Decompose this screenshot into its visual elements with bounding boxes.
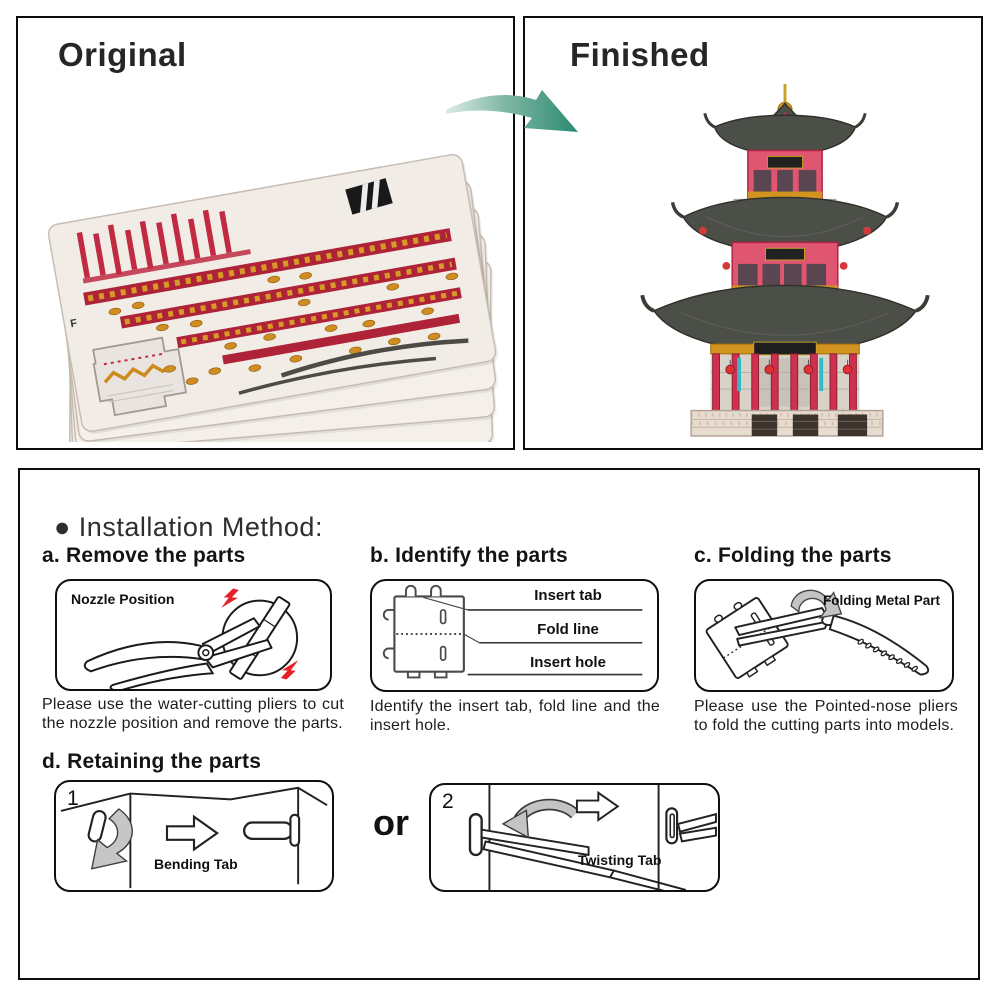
step-arrow-icon xyxy=(165,814,219,852)
sheet-red-columns xyxy=(76,209,251,284)
step-c-caption: Please use the Pointed-nose pliers to fo… xyxy=(694,698,958,734)
sheet-corner-letter: F xyxy=(69,317,78,330)
part-identification-illustration xyxy=(382,584,643,679)
option-1-number: 1 xyxy=(67,787,79,810)
or-label: or xyxy=(373,802,409,843)
twisting-tab-illustration xyxy=(468,785,717,890)
finished-pagoda-illustration xyxy=(640,83,930,437)
fold-line-label: Fold line xyxy=(537,621,599,638)
sheet-gold-ornaments xyxy=(108,272,459,385)
bending-tab-label: Bending Tab xyxy=(154,856,238,872)
sheet-gray-part xyxy=(92,336,188,417)
twisting-tab-label: Twisting Tab xyxy=(578,852,662,868)
step-c-diagram-box: Folding Metal Part xyxy=(694,579,954,692)
original-title: Original xyxy=(58,36,187,73)
bending-tab-illustration xyxy=(60,786,328,889)
sheet-striped-mark xyxy=(345,178,393,215)
original-to-finished-arrow-icon xyxy=(446,90,578,132)
step-a-caption: Please use the water-cutting pliers to c… xyxy=(42,696,344,732)
step-b-caption: Identify the insert tab, fold line and t… xyxy=(370,698,660,734)
insert-tab-label: Insert tab xyxy=(534,587,602,604)
pointed-nose-pliers-illustration xyxy=(705,589,930,679)
bend-direction-arrow-icon xyxy=(90,808,133,870)
top-metal-sheet: F xyxy=(47,153,498,434)
water-cutting-pliers-illustration xyxy=(83,588,299,689)
step-arrow-icon xyxy=(575,790,620,822)
original-panel: Original xyxy=(16,16,515,450)
step-d-title: d. Retaining the parts xyxy=(42,750,262,773)
installation-panel: ● Installation Method: a. Remove the par… xyxy=(18,468,980,980)
finished-title: Finished xyxy=(570,36,710,73)
lanterns xyxy=(725,359,853,375)
fold-direction-arrow-icon xyxy=(790,589,843,619)
twisting-tab-diagram-box: 2 Twisting Tab xyxy=(429,783,720,892)
step-b-diagram-box: Insert tab Fold line Insert hole xyxy=(370,579,659,692)
finished-panel: Finished xyxy=(523,16,983,450)
plier-grip-dots xyxy=(857,638,918,672)
bending-tab-diagram-box: 1 Bending Tab xyxy=(54,780,334,892)
brick-base xyxy=(690,409,884,437)
step-b-title: b. Identify the parts xyxy=(370,544,568,567)
installation-method-heading: ● Installation Method: xyxy=(54,512,323,542)
step-a-diagram-box: Nozzle Position xyxy=(55,579,332,691)
insert-hole-label: Insert hole xyxy=(530,654,606,671)
twist-direction-arrow-icon xyxy=(501,809,530,839)
metal-sheets-illustration: F xyxy=(47,153,498,442)
option-2-number: 2 xyxy=(442,790,454,813)
folding-metal-part-label: Folding Metal Part xyxy=(823,593,941,608)
cut-spark-icon xyxy=(221,588,299,680)
step-a-title: a. Remove the parts xyxy=(42,544,246,567)
nozzle-position-label: Nozzle Position xyxy=(71,591,175,607)
step-c-title: c. Folding the parts xyxy=(694,544,892,567)
sheet-red-strips xyxy=(83,228,462,365)
